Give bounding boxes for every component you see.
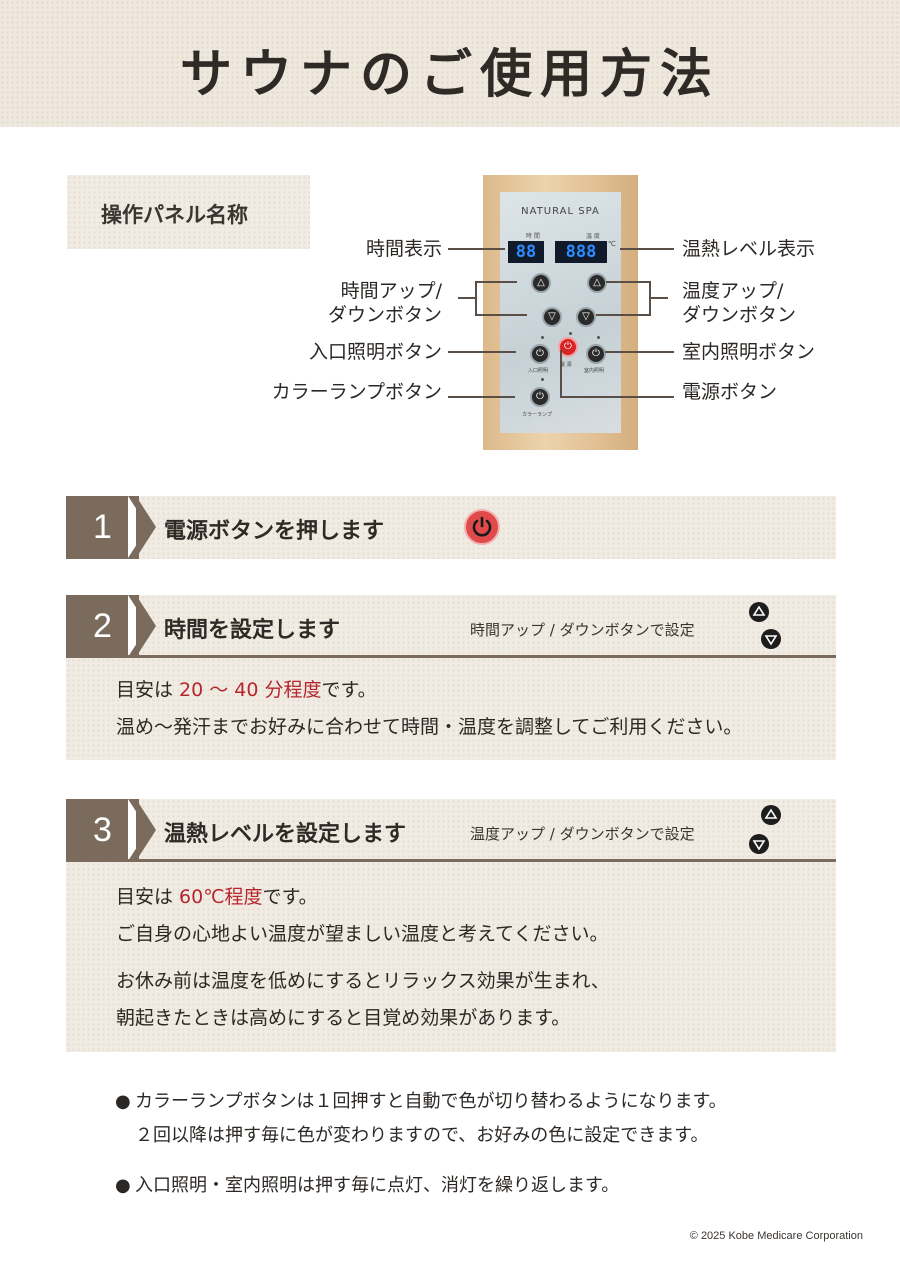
- step-3-detail-2: お休み前は温度を低めにするとリラックス効果が生まれ、: [116, 970, 610, 992]
- label-temp-updown-1: 温度アップ/: [682, 280, 784, 302]
- device-dot: [597, 336, 600, 339]
- note-color-lamp-2: ２回以降は押す毎に色が変わりますので、お好みの色に設定できます。: [135, 1125, 709, 1146]
- up-button-icon: [761, 805, 781, 825]
- power-icon: [464, 509, 500, 545]
- step-2-title: 時間を設定します: [164, 618, 341, 643]
- step-2: 2 時間を設定します 時間アップ / ダウンボタンで設定: [66, 595, 836, 658]
- highlight-temp: 60℃程度: [179, 886, 263, 908]
- step-3-detail-1: ご自身の心地よい温度が望ましい温度と考えてください。: [116, 923, 609, 945]
- text: 目安は: [116, 679, 180, 701]
- step-divider: [66, 859, 836, 862]
- step-2-body: 目安は 20 ～ 40 分程度です。 温め～発汗までお好みに合わせて時間・温度を…: [66, 658, 836, 760]
- device-room-label: 室内照明: [584, 368, 605, 374]
- step-2-note: 時間アップ / ダウンボタンで設定: [470, 621, 695, 639]
- device-dot: [541, 378, 544, 381]
- label-time-updown-2: ダウンボタン: [327, 304, 442, 326]
- step-2-number: 2: [66, 595, 139, 658]
- step-3-body: 目安は 60℃程度です。 ご自身の心地よい温度が望ましい温度と考えてください。 …: [66, 862, 836, 1052]
- step-1-number: 1: [66, 496, 139, 559]
- page-title: サウナのご使用方法: [179, 45, 720, 105]
- device-color-lamp-icon: ⏻: [530, 387, 550, 407]
- step-3-detail-3: 朝起きたときは高めにすると目覚め効果があります。: [116, 1007, 571, 1029]
- text: です。: [321, 679, 377, 701]
- bullet: ●: [115, 1091, 131, 1112]
- device-time-up-icon: △: [531, 273, 551, 293]
- callout-lines: [448, 248, 674, 398]
- device-temp-down-icon: ▽: [576, 307, 596, 327]
- step-3-note: 温度アップ / ダウンボタンで設定: [470, 825, 695, 843]
- copyright: © 2025 Kobe Medicare Corporation: [689, 1230, 863, 1242]
- device-brand: NATURAL SPA: [521, 206, 600, 217]
- lcd-temp-label: 温 度: [586, 233, 600, 240]
- device-color-label: カラーランプ: [522, 412, 552, 418]
- step-3-number: 3: [66, 799, 139, 862]
- label-time-display: 時間表示: [365, 238, 442, 260]
- device-entrance-label: 入口照明: [528, 368, 549, 374]
- down-button-icon: [761, 629, 781, 649]
- device-entrance-light-icon: ⏻: [530, 344, 550, 364]
- note-text: 入口照明・室内照明は押す毎に点灯、消灯を繰り返します。: [135, 1175, 620, 1196]
- note-lights: ●入口照明・室内照明は押す毎に点灯、消灯を繰り返します。: [115, 1173, 619, 1199]
- panel-section-title: 操作パネル名称: [67, 175, 310, 249]
- device-dot: [569, 332, 572, 335]
- label-color-lamp: カラーランプボタン: [271, 381, 442, 403]
- step-2-detail: 温め～発汗までお好みに合わせて時間・温度を調整してご利用ください。: [116, 716, 743, 738]
- step-1-title: 電源ボタンを押します: [164, 519, 385, 544]
- lcd-temp-display: 888: [555, 241, 607, 263]
- text: 目安は: [116, 886, 180, 908]
- note-text: カラーランプボタンは１回押すと自動で色が切り替わるようになります。: [135, 1091, 727, 1112]
- device-power-label: 電 源: [560, 362, 572, 368]
- lcd-time-label: 時 間: [526, 233, 540, 240]
- down-button-icon: [749, 834, 769, 854]
- step-3: 3 温熱レベルを設定します 温度アップ / ダウンボタンで設定: [66, 799, 836, 862]
- label-temp-updown-2: ダウンボタン: [682, 304, 797, 326]
- label-heat-level-display: 温熱レベル表示: [682, 238, 816, 260]
- step-3-guideline: 目安は 60℃程度です。: [116, 883, 318, 911]
- text: です。: [262, 886, 318, 908]
- step-arrow: [136, 496, 156, 558]
- header: サウナのご使用方法: [0, 0, 900, 127]
- label-entrance-light: 入口照明ボタン: [308, 341, 442, 363]
- label-time-updown-1: 時間アップ/: [340, 280, 442, 302]
- device-room-light-icon: ⏻: [586, 344, 606, 364]
- device-dot: [541, 336, 544, 339]
- label-room-light: 室内照明ボタン: [682, 341, 816, 363]
- label-power: 電源ボタン: [682, 381, 778, 403]
- device-time-down-icon: ▽: [542, 307, 562, 327]
- up-button-icon: [749, 602, 769, 622]
- device-power-icon: ⏻: [558, 337, 578, 357]
- step-1: 1 電源ボタンを押します: [66, 496, 836, 559]
- lcd-time-display: 88: [508, 241, 544, 263]
- step-2-guideline: 目安は 20 ～ 40 分程度です。: [116, 676, 377, 704]
- step-3-title: 温熱レベルを設定します: [164, 822, 407, 847]
- lcd-unit: ℃: [608, 240, 616, 248]
- step-arrow: [136, 799, 156, 861]
- bullet: ●: [115, 1175, 131, 1196]
- note-color-lamp: ●カラーランプボタンは１回押すと自動で色が切り替わるようになります。: [115, 1089, 727, 1115]
- step-arrow: [136, 595, 156, 657]
- highlight-time: 20 ～ 40 分程度: [179, 679, 322, 701]
- step-divider: [66, 655, 836, 658]
